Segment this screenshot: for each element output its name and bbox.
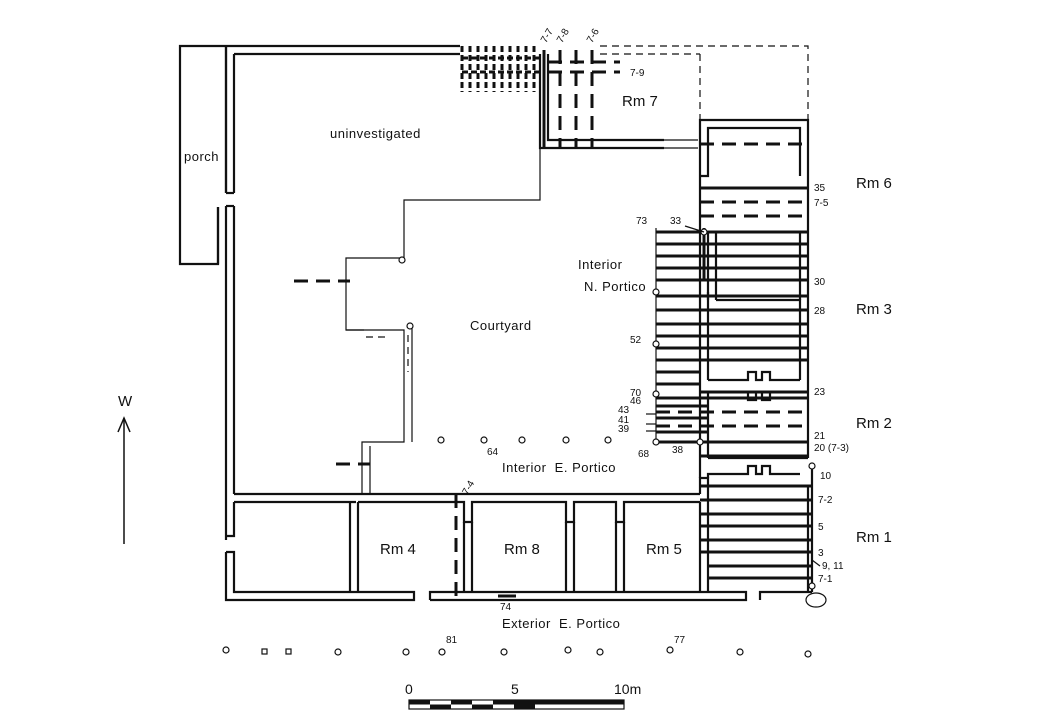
interior-n-portico-label-1: Interior xyxy=(578,257,623,272)
trenches xyxy=(294,46,812,600)
room-7-label: Rm 7 xyxy=(622,93,658,110)
courtyard-label: Courtyard xyxy=(470,318,532,333)
trench-label-3: 3 xyxy=(818,548,824,559)
trench-label-7-5: 7-5 xyxy=(814,198,829,209)
trench-label-30: 30 xyxy=(814,277,826,288)
porch-label: porch xyxy=(184,149,219,164)
trench-label-33: 33 xyxy=(670,216,682,227)
scale-label-10m: 10m xyxy=(614,681,641,697)
building-walls xyxy=(224,44,814,602)
trench-label-74: 74 xyxy=(500,602,512,613)
trench-label-21: 21 xyxy=(814,431,826,442)
trench-label-81: 81 xyxy=(446,635,458,646)
trench-label-28: 28 xyxy=(814,306,826,317)
interior-n-portico-label-2: N. Portico xyxy=(584,279,646,294)
room-1-label: Rm 1 xyxy=(856,529,892,546)
trench-7-7-hatch xyxy=(460,46,620,148)
north-arrow: W xyxy=(117,393,133,544)
interior-e-portico-label: Interior E. Portico xyxy=(502,460,616,475)
trench-label-20: 20 (7-3) xyxy=(814,443,849,454)
column-bases xyxy=(222,228,827,658)
trench-label-23: 23 xyxy=(814,387,826,398)
trench-label-77: 77 xyxy=(674,635,686,646)
trench-label-64: 64 xyxy=(487,447,499,458)
trench-label-70: 70 xyxy=(630,388,642,399)
room-5-label: Rm 5 xyxy=(646,541,682,558)
room-4-label: Rm 4 xyxy=(380,541,416,558)
scale-label-0: 0 xyxy=(405,681,413,697)
scale-label-5: 5 xyxy=(511,681,519,697)
trench-label-41: 41 xyxy=(618,415,630,426)
trench-label-43: 43 xyxy=(618,405,630,416)
trench-label-68: 68 xyxy=(638,449,650,460)
room-8-label: Rm 8 xyxy=(504,541,540,558)
trench-label-35: 35 xyxy=(814,183,826,194)
trench-label-46: 46 xyxy=(630,396,642,407)
scale-bar: 0 5 10m xyxy=(405,681,641,710)
dashed-boundaries xyxy=(366,45,809,372)
trench-label-39: 39 xyxy=(618,424,630,435)
trench-label-38: 38 xyxy=(672,445,684,456)
room-2-label: Rm 2 xyxy=(856,415,892,432)
room-6-label: Rm 6 xyxy=(856,175,892,192)
uninvestigated-label: uninvestigated xyxy=(330,126,421,141)
exterior-e-portico-label: Exterior E. Portico xyxy=(502,616,620,631)
trench-label-7-1: 7-1 xyxy=(818,574,833,585)
room-labels: Rm 7 Rm 6 Rm 3 Rm 2 Rm 1 Rm 4 Rm 8 Rm 5 xyxy=(380,93,892,558)
n-portico-trench-ladder xyxy=(655,228,808,458)
trench-label-5: 5 xyxy=(818,522,824,533)
trench-label-7-9: 7-9 xyxy=(630,68,645,79)
room-3-label: Rm 3 xyxy=(856,301,892,318)
trench-label-7-2: 7-2 xyxy=(818,495,833,506)
leader-lines xyxy=(646,225,821,567)
trench-label-10: 10 xyxy=(820,471,832,482)
area-labels: porch uninvestigated Courtyard Interior … xyxy=(184,126,646,631)
trench-label-9-11: 9, 11 xyxy=(822,561,844,572)
trench-label-73: 73 xyxy=(636,216,648,227)
trench-label-52: 52 xyxy=(630,335,642,346)
north-arrow-label: W xyxy=(118,393,133,410)
